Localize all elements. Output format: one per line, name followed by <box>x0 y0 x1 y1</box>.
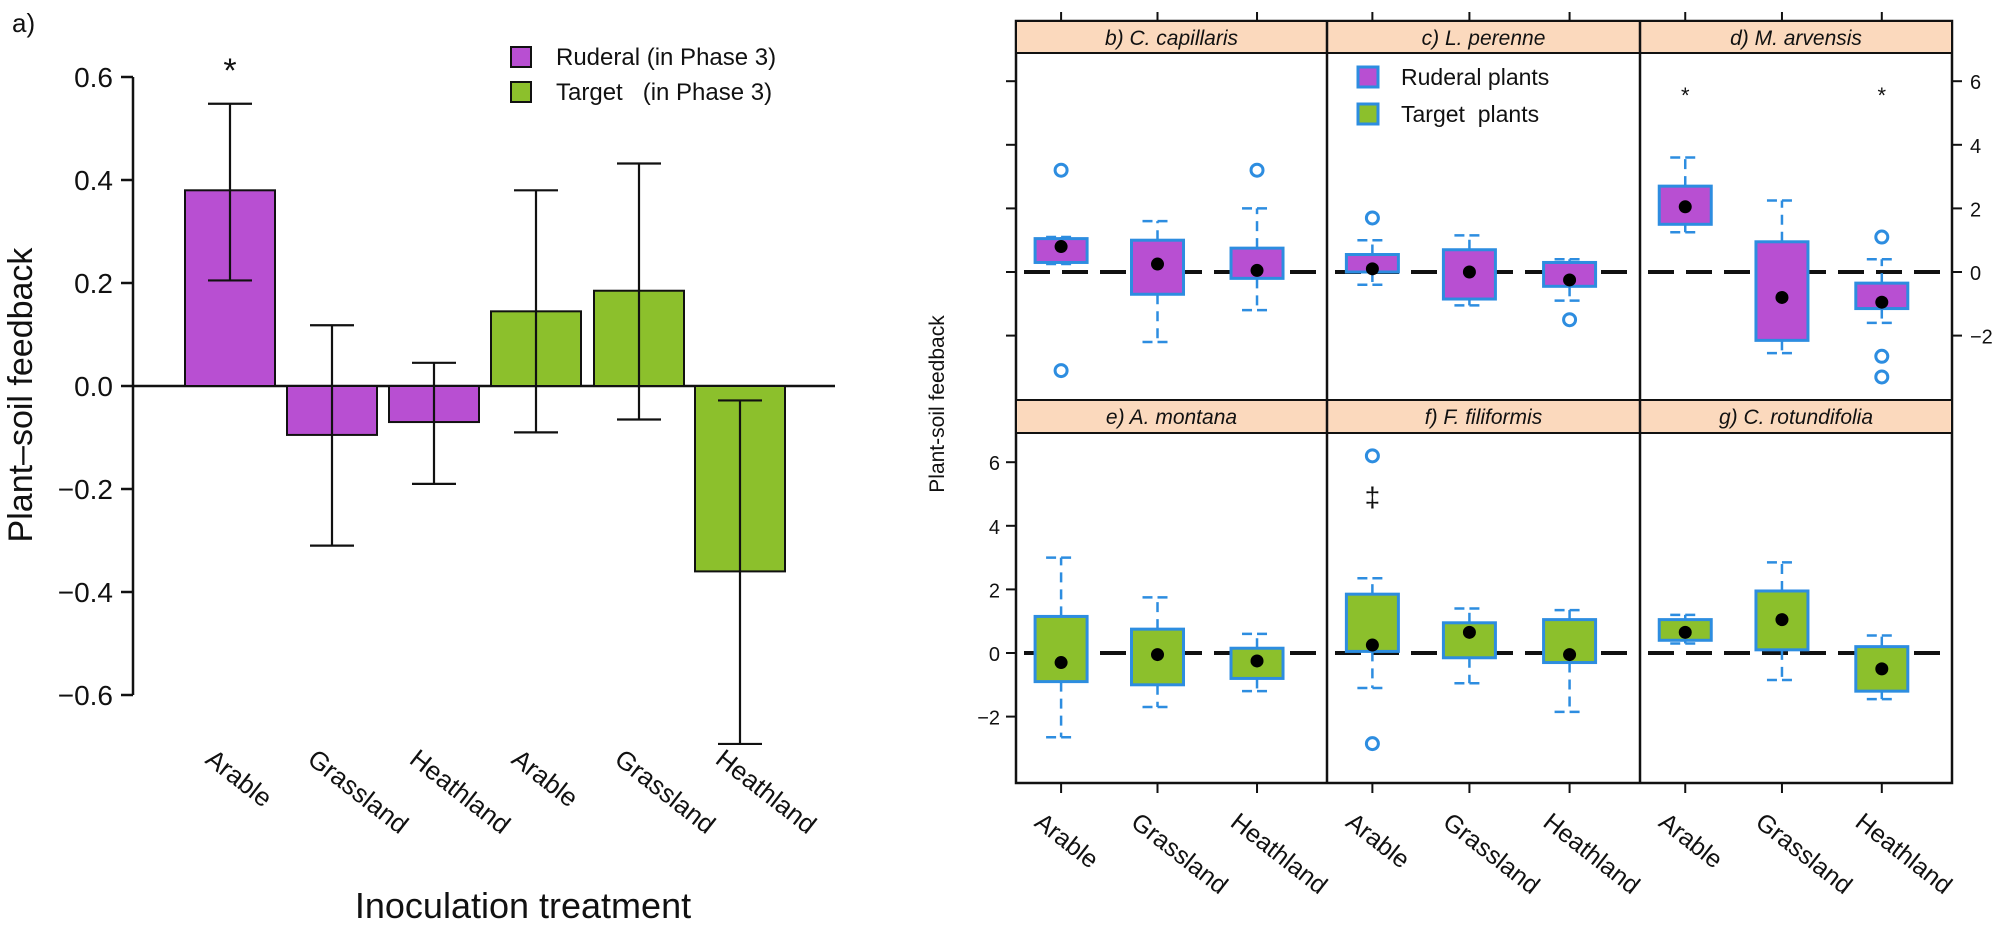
significance-mark: * <box>1681 83 1690 108</box>
mean-point <box>1151 257 1165 271</box>
x-tick-label: Arable <box>200 743 278 813</box>
panel-label: a) <box>12 8 35 38</box>
boxplot-panel: b) C. capillaris <box>1015 20 1328 379</box>
mean-point <box>1563 648 1577 662</box>
mean-point <box>1151 648 1165 662</box>
panel-strip <box>1015 20 1328 54</box>
outlier-point <box>1874 229 1890 245</box>
x-tick-label: Grassland <box>609 743 721 840</box>
outlier-point <box>1364 210 1380 226</box>
x-tick-label: Heathland <box>1538 808 1645 900</box>
y-tick-label: 0.2 <box>74 268 113 299</box>
y-tick-label-left: 2 <box>989 580 1000 602</box>
outlier-point <box>1364 736 1380 752</box>
panel-title: d) M. arvensis <box>1730 27 1862 50</box>
mean-point <box>1250 654 1264 668</box>
boxplot-panel: d) M. arvensis * * <box>1639 20 1953 385</box>
y-tick-label: 0.4 <box>74 165 113 196</box>
y-tick-label-right: −2 <box>1970 327 1993 349</box>
outlier-point <box>1874 348 1890 364</box>
x-tick-label: Arable <box>1654 808 1728 875</box>
outlier-point <box>1874 369 1890 385</box>
y-tick-label: 0.0 <box>74 371 113 402</box>
mean-point <box>1365 638 1379 652</box>
mean-point <box>1054 656 1068 670</box>
boxplot-panel: f) F. filiformis ‡ Arable GrasslandHeathlan… <box>1326 399 1645 900</box>
x-tick-label: Heathland <box>404 743 516 840</box>
boxplot-grid: b) C. capillaris c) L. perenne d) M. arven… <box>926 12 1993 900</box>
outlier-point <box>1562 312 1578 328</box>
y-tick-label-left: 4 <box>989 517 1000 539</box>
y-axis-title: Plant–soil feedback <box>2 247 40 543</box>
x-tick-label: Grassland <box>1438 808 1545 900</box>
mean-point <box>1365 262 1379 276</box>
x-tick-label: Arable <box>1341 808 1415 875</box>
outlier-point <box>1364 448 1380 464</box>
x-tick-label: Heathland <box>1850 808 1957 900</box>
y-tick-label-left: 6 <box>989 453 1000 475</box>
legend-swatch <box>510 46 532 68</box>
y-tick-label-right: 0 <box>1970 263 1981 285</box>
significance-mark: ‡ <box>1365 481 1381 512</box>
significance-mark: * <box>223 52 236 90</box>
y-tick-label-left: −2 <box>977 708 1000 730</box>
legend-swatch <box>1356 102 1380 126</box>
x-tick-label: Heathland <box>710 743 822 840</box>
legend-label: Target plants <box>1401 101 1539 127</box>
box <box>1754 240 1810 342</box>
y-tick-label: −0.6 <box>58 680 113 711</box>
mean-point <box>1775 290 1789 304</box>
panel-title: g) C. rotundifolia <box>1719 406 1873 429</box>
y-tick-label: 0.6 <box>74 62 113 93</box>
significance-mark: * <box>1878 83 1887 108</box>
mean-point <box>1462 625 1476 639</box>
bar-chart-panel-a: a) −0.6 −0.4 −0.2 0.0 0.2 0.4 0.6 * Arable Grassla… <box>2 8 835 926</box>
boxplot-panel: c) L. perenne <box>1326 20 1641 328</box>
x-tick-label: Grassland <box>1750 808 1857 900</box>
x-tick-label: Grassland <box>302 743 414 840</box>
y-tick-label: −0.2 <box>58 474 113 505</box>
outlier-point <box>1249 162 1265 178</box>
y-tick-label-right: 2 <box>1970 199 1981 221</box>
panel-title: c) L. perenne <box>1422 27 1546 50</box>
outlier-point <box>1053 363 1069 379</box>
legend-label: Ruderal plants <box>1401 64 1549 90</box>
mean-point <box>1678 200 1692 214</box>
box <box>1033 614 1089 684</box>
y-tick-label: −0.4 <box>58 577 113 608</box>
panel-strip <box>1639 20 1953 54</box>
panel-strip <box>1326 20 1641 54</box>
legend-swatch <box>510 81 532 103</box>
y-axis-title: Plant-soil feedback <box>926 315 949 493</box>
legend-swatch <box>1356 65 1380 89</box>
x-tick-label: Grassland <box>1126 808 1233 900</box>
y-tick-label-right: 6 <box>1970 72 1981 94</box>
legend-label: Ruderal (in Phase 3) <box>556 44 776 71</box>
mean-point <box>1054 240 1068 254</box>
panel-title: f) F. filiformis <box>1425 406 1543 429</box>
mean-point <box>1678 625 1692 639</box>
outlier-point <box>1053 162 1069 178</box>
x-axis-title: Inoculation treatment <box>355 885 691 926</box>
mean-point <box>1462 265 1476 279</box>
mean-point <box>1875 662 1889 676</box>
panel-title: e) A. montana <box>1106 406 1237 429</box>
x-tick-label: Heathland <box>1225 808 1332 900</box>
x-tick-label: Arable <box>506 743 584 813</box>
mean-point <box>1250 263 1264 277</box>
x-tick-label: Arable <box>1029 808 1103 875</box>
y-tick-label-right: 4 <box>1970 136 1981 158</box>
mean-point <box>1775 613 1789 627</box>
mean-point <box>1563 273 1577 287</box>
legend-label: Target (in Phase 3) <box>556 79 772 106</box>
panel-title: b) C. capillaris <box>1105 27 1239 50</box>
mean-point <box>1875 295 1889 309</box>
y-tick-label-left: 0 <box>989 644 1000 666</box>
